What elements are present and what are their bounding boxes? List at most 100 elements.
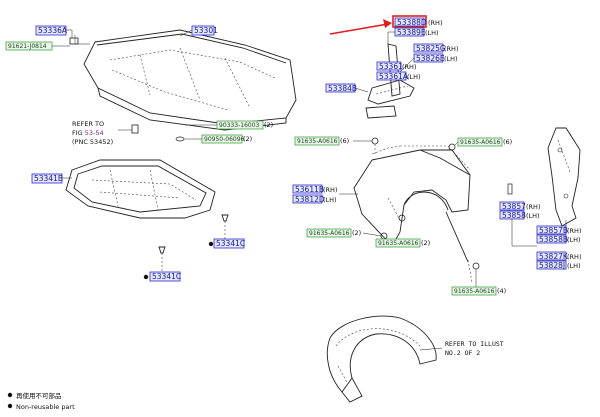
part-label-91635-A0616-d[interactable]: 91635-A0616 (2) [375,238,430,248]
svg-text:(RH): (RH) [402,63,416,71]
part-label-53828J[interactable]: 53828J (LH) [536,260,581,270]
part-label-53812D[interactable]: 53812D (LH) [292,194,337,204]
svg-text:(RH): (RH) [444,45,458,53]
part-label-53389E[interactable]: 53389E (LH) [394,27,439,37]
bolt-icon [371,137,379,145]
svg-text:NO.2 OF 2: NO.2 OF 2 [445,349,480,357]
svg-text:(2): (2) [264,121,273,129]
part-label-53341B[interactable]: 53341B [31,173,63,184]
svg-text:53812D: 53812D [295,195,325,204]
svg-text:53384B: 53384B [328,84,357,93]
refer-to-illust-note: REFER TO ILLUST NO.2 OF 2 [445,340,504,357]
svg-text:(2): (2) [243,135,252,143]
svg-text:(4): (4) [497,287,506,295]
svg-text:53341C: 53341C [216,239,245,248]
svg-text:53301: 53301 [194,26,218,35]
part-label-53361[interactable]: 53361 (RH) [376,61,416,71]
svg-text:53341B: 53341B [34,174,63,183]
svg-text:53858: 53858 [502,211,526,220]
svg-text:53828J: 53828J [539,261,565,270]
fender-liner [326,315,437,403]
part-label-53336A[interactable]: 53336A [35,25,68,36]
hood-clip-icon [69,37,79,45]
part-label-90950-06096[interactable]: 90950-06096 (2) [201,134,252,144]
part-label-53384B[interactable]: 53384B [325,83,357,93]
fender-bracket [547,127,581,227]
svg-text:91635-A0616: 91635-A0616 [297,138,338,145]
svg-text:53361: 53361 [379,62,403,71]
bolt-icon [398,214,406,222]
bumper-icon [175,136,185,142]
svg-text:53388D: 53388D [397,18,427,27]
part-label-53857B[interactable]: 53857B (RH) [536,225,581,235]
hood-insulator [65,159,216,219]
bolt-icon [448,143,456,151]
svg-text:Non-reusable part: Non-reusable part [16,403,75,411]
svg-text:53336A: 53336A [38,26,68,35]
svg-text:REFER TO ILLUST: REFER TO ILLUST [445,340,504,348]
part-label-91635-A0616-b[interactable]: 91635-A0616 (2) [306,228,361,238]
part-label-91635-A0616-c[interactable]: 91635-A0616 (6) [457,137,512,147]
part-label-91621-J0814[interactable]: 91621-J0814 [5,41,53,51]
part-label-53361A[interactable]: 53361A (LH) [376,71,421,81]
svg-text:(LH): (LH) [526,212,540,220]
bracket-part [365,105,397,119]
svg-text:53857B: 53857B [539,226,568,235]
clip-icon [158,246,166,254]
svg-text:91635-A0616: 91635-A0616 [309,230,350,237]
svg-text:REFER TO: REFER TO [72,120,104,128]
refer-to-fig-note: REFER TO FIG 53-54 (PNC 53452) [72,120,113,146]
part-label-53341C-b[interactable]: 53341C [143,271,181,282]
svg-text:53361A: 53361A [379,72,409,81]
legend: 再使用不可部品 Non-reusable part [7,391,75,411]
hood-panel [83,29,297,131]
hood-lock-icon [131,124,139,134]
part-label-53388D[interactable]: 53388D (RH) [392,15,442,28]
svg-text:(RH): (RH) [567,253,581,261]
part-label-53858[interactable]: 53858 (LH) [499,210,540,220]
svg-text:(2): (2) [352,229,361,237]
bolt-icon [472,262,480,270]
svg-text:53825G: 53825G [416,44,446,53]
part-label-90333-16003[interactable]: 90333-16003 (2) [216,120,273,130]
svg-text:53827K: 53827K [539,252,569,261]
svg-text:91621-J0814: 91621-J0814 [8,43,47,50]
svg-text:(6): (6) [340,137,349,145]
svg-text:(RH): (RH) [567,227,581,235]
pin-icon [507,183,513,195]
svg-text:FIG 53-54: FIG 53-54 [72,129,104,137]
svg-text:(LH): (LH) [407,73,421,81]
svg-text:(LH): (LH) [444,55,458,63]
svg-text:(LH): (LH) [425,29,439,37]
svg-text:53341C: 53341C [152,272,181,281]
part-label-53858B[interactable]: 53858B (LH) [536,234,581,244]
svg-text:91635-A0616: 91635-A0616 [454,288,495,295]
svg-text:(LH): (LH) [567,262,581,270]
part-label-91635-A0616-a[interactable]: 91635-A0616 (6) [294,136,349,146]
part-label-53825G[interactable]: 53825G (RH) [413,43,458,53]
svg-text:53858B: 53858B [539,235,568,244]
part-label-53301[interactable]: 53301 [191,25,218,36]
clip-icon [221,214,229,222]
svg-text:(RH): (RH) [526,203,540,211]
svg-text:(LH): (LH) [567,236,581,244]
svg-text:53389E: 53389E [397,28,426,37]
svg-text:90333-16003: 90333-16003 [219,122,260,129]
svg-text:(2): (2) [421,239,430,247]
part-label-53826E[interactable]: 53826E (LH) [413,53,458,63]
svg-text:53857: 53857 [502,202,526,211]
svg-text:(PNC 53452): (PNC 53452) [72,138,113,146]
svg-text:90950-06096: 90950-06096 [204,136,245,143]
svg-text:53611B: 53611B [295,185,324,194]
svg-text:91635-A0616: 91635-A0616 [460,139,501,146]
highlight-arrow-icon [329,19,392,35]
fig-link[interactable]: 53-54 [85,129,104,137]
svg-text:(6): (6) [503,138,512,146]
part-label-53857[interactable]: 53857 (RH) [499,201,540,211]
front-fender [353,149,471,263]
part-label-53611B[interactable]: 53611B (RH) [292,184,337,194]
part-label-91635-A0616-e[interactable]: 91635-A0616 (4) [451,286,506,296]
part-label-53827K[interactable]: 53827K (RH) [536,251,581,261]
part-label-53341C-a[interactable]: 53341C [208,238,245,249]
